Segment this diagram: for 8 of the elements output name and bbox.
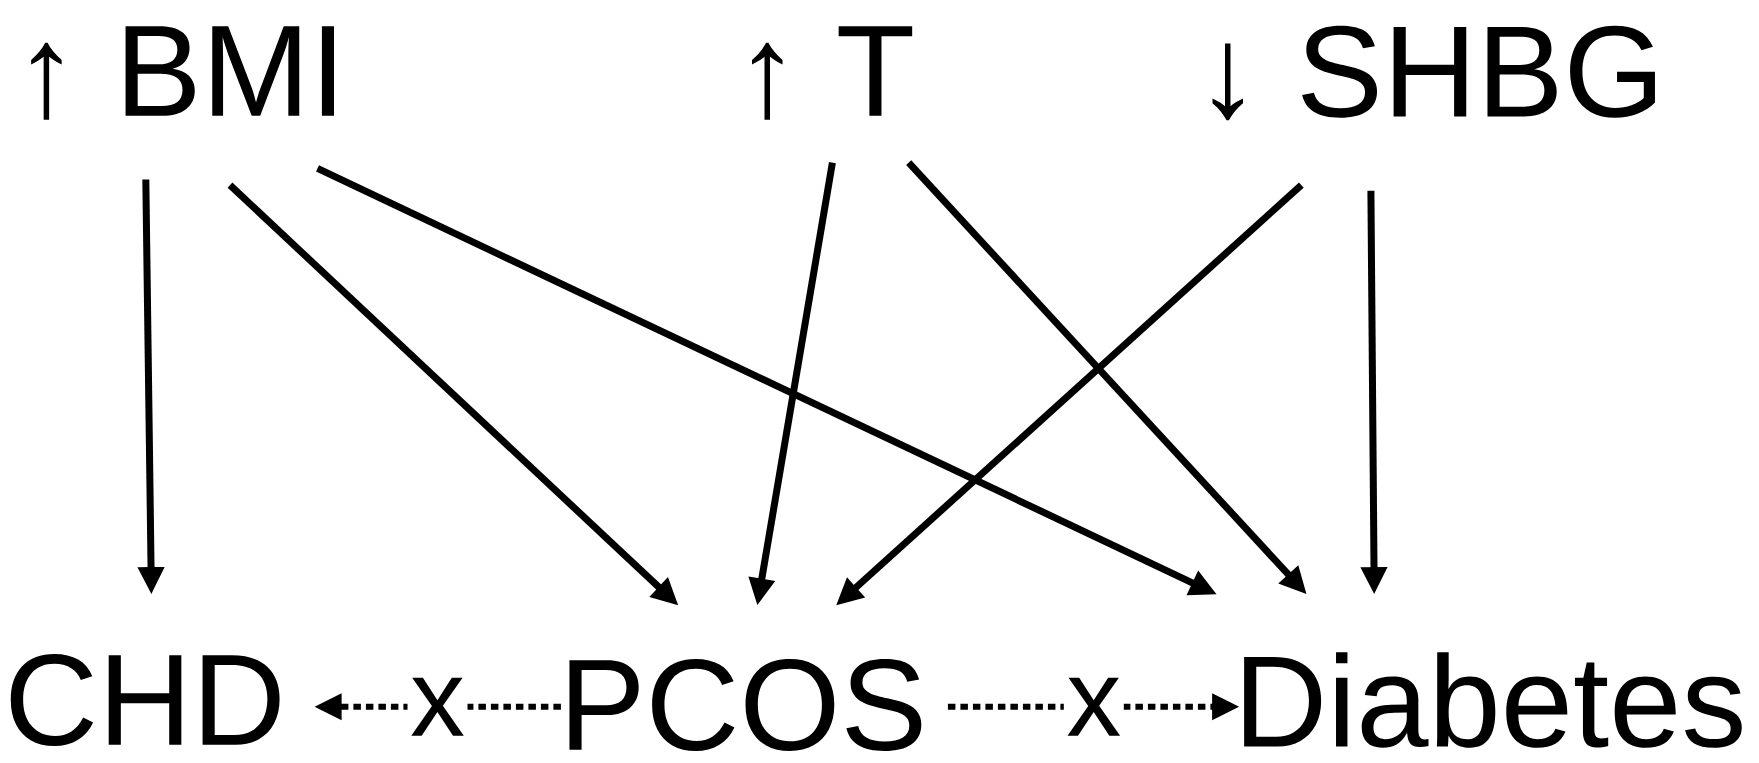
node-label: PCOS [569, 659, 922, 751]
node-label: ↑ T [752, 26, 913, 120]
node-label: ↑ BMI [31, 26, 334, 120]
edge-label: x [407, 675, 468, 739]
node-label: CHD [10, 654, 280, 746]
edge-label: x [1063, 675, 1124, 739]
node-label: ↓ SHBG [1212, 25, 1655, 121]
node-label: Diabetes [1244, 652, 1742, 748]
